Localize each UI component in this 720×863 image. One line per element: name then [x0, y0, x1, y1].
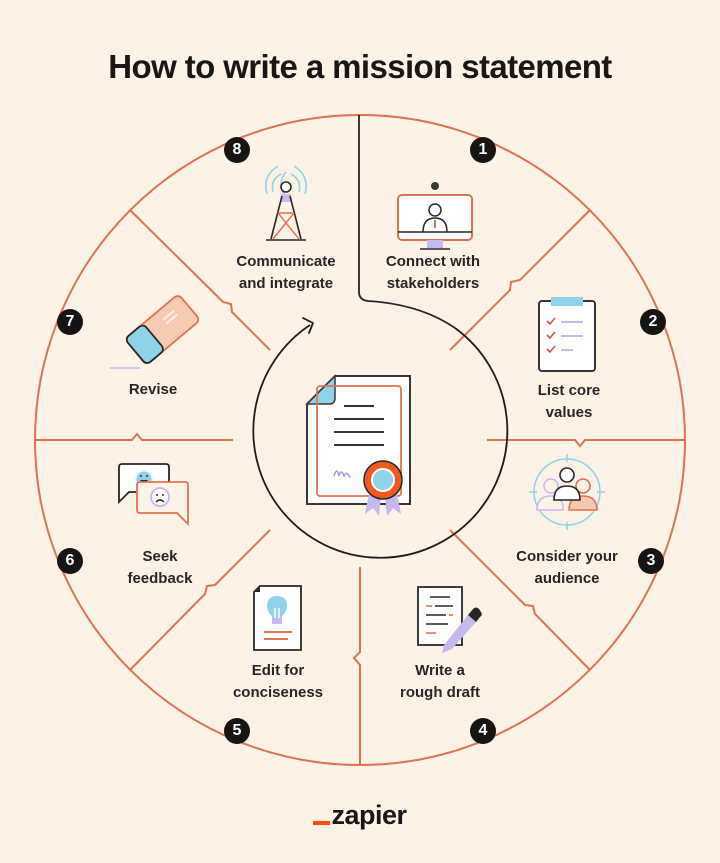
document-lightbulb-icon: [253, 585, 302, 651]
logo-dash: [313, 821, 331, 825]
eraser-icon: [125, 295, 200, 364]
step-2-label: List core values: [537, 382, 601, 421]
step-2-badge: 2: [640, 309, 666, 335]
document-pen-icon: [417, 586, 482, 653]
step-8-badge: 8: [224, 137, 250, 163]
step-7-badge: 7: [57, 309, 83, 335]
video-call-icon: [397, 182, 473, 250]
clipboard-checklist-icon: [538, 297, 596, 372]
step-3-badge: 3: [638, 548, 664, 574]
step-5-badge: 5: [224, 718, 250, 744]
step-3-label: Consider your audience: [516, 548, 618, 587]
zapier-logo: zapier: [0, 800, 720, 831]
audience-target-icon: [529, 454, 605, 530]
certificate-icon: [305, 374, 411, 516]
spoke-dividers: [35, 209, 685, 765]
step-8-label: Communicate and integrate: [236, 253, 336, 292]
step-7-label: Revise: [128, 381, 178, 398]
step-6-label: Seek feedback: [127, 548, 193, 587]
step-4-label: Write a rough draft: [400, 662, 480, 701]
page-title: How to write a mission statement: [108, 48, 612, 85]
feedback-bubbles-icon: [118, 463, 189, 527]
step-5-label: Edit for conciseness: [232, 662, 324, 701]
step-4-badge: 4: [470, 718, 496, 744]
broadcast-tower-icon: [265, 165, 307, 241]
step-6-badge: 6: [57, 548, 83, 574]
step-1-label: Connect with stakeholders: [385, 253, 481, 292]
step-1-badge: 1: [470, 137, 496, 163]
